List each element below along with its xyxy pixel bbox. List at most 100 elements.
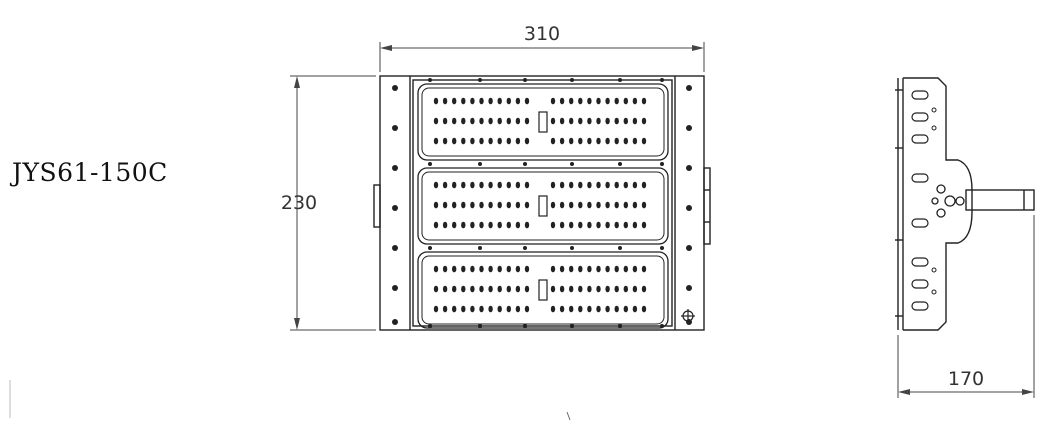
led-module (417, 251, 669, 329)
led (632, 181, 638, 189)
side-slots (911, 90, 937, 311)
led (578, 97, 583, 105)
width-dimension-label: 310 (524, 23, 560, 45)
led (506, 265, 511, 273)
led (641, 265, 647, 273)
led (524, 201, 530, 209)
screw (392, 319, 398, 325)
led (550, 221, 556, 229)
led (433, 137, 439, 145)
led (433, 265, 439, 273)
screw (570, 78, 574, 82)
led (596, 137, 601, 145)
screw (618, 246, 622, 250)
led (623, 305, 628, 313)
led (623, 137, 628, 145)
led (506, 285, 511, 293)
led (506, 201, 511, 209)
led (559, 305, 565, 313)
cooling-slot (911, 134, 929, 144)
led (587, 137, 592, 145)
led (515, 221, 521, 229)
led (479, 305, 484, 313)
led (515, 265, 521, 273)
led (569, 117, 574, 125)
led (442, 137, 448, 145)
module-inner-outline (421, 87, 665, 157)
side-hole (931, 107, 937, 113)
led (452, 181, 457, 189)
led (442, 181, 448, 189)
module-inner-outline (421, 171, 665, 241)
led (569, 285, 574, 293)
screw (686, 125, 692, 131)
led (442, 221, 448, 229)
module-outline (417, 251, 669, 329)
led (470, 97, 475, 105)
led (550, 181, 556, 189)
led (569, 97, 574, 105)
led (614, 201, 619, 209)
led (587, 265, 592, 273)
depth-dimension (897, 215, 1035, 398)
led (641, 181, 647, 189)
height-dimension (290, 75, 376, 331)
screw (523, 162, 527, 166)
led (506, 137, 511, 145)
screw (392, 85, 398, 91)
screw (478, 324, 482, 328)
led (632, 221, 638, 229)
led (497, 221, 502, 229)
led (470, 265, 475, 273)
led (550, 201, 556, 209)
led (587, 305, 592, 313)
led (488, 221, 493, 229)
led (470, 201, 475, 209)
led (605, 221, 610, 229)
screw (478, 78, 482, 82)
model-label: JYS61-150C (12, 158, 168, 187)
height-dimension-label: 230 (281, 192, 317, 214)
led-module (417, 167, 669, 245)
led (506, 97, 511, 105)
led (452, 305, 457, 313)
led (632, 137, 638, 145)
led (461, 305, 466, 313)
screw (686, 205, 692, 211)
led (461, 201, 466, 209)
led (587, 117, 592, 125)
led (461, 117, 466, 125)
side-hole (931, 125, 937, 131)
led (596, 305, 601, 313)
led (470, 221, 475, 229)
led (578, 285, 583, 293)
led (515, 285, 521, 293)
led (559, 181, 565, 189)
led (550, 137, 556, 145)
led (605, 285, 610, 293)
screw (392, 125, 398, 131)
led (461, 137, 466, 145)
led (506, 117, 511, 125)
led (614, 181, 619, 189)
screw (618, 78, 622, 82)
led (488, 97, 493, 105)
screw (660, 324, 664, 328)
cooling-slot (911, 173, 929, 183)
module-outline (417, 167, 669, 245)
led (524, 285, 530, 293)
screw (392, 245, 398, 251)
led (614, 265, 619, 273)
led (559, 117, 565, 125)
led (641, 117, 647, 125)
led-module (417, 83, 669, 161)
led (623, 97, 628, 105)
led (641, 221, 647, 229)
led (614, 221, 619, 229)
led (569, 137, 574, 145)
screw (428, 78, 432, 82)
led (587, 285, 592, 293)
screw (660, 162, 664, 166)
ground-symbol (681, 309, 695, 323)
led (587, 97, 592, 105)
